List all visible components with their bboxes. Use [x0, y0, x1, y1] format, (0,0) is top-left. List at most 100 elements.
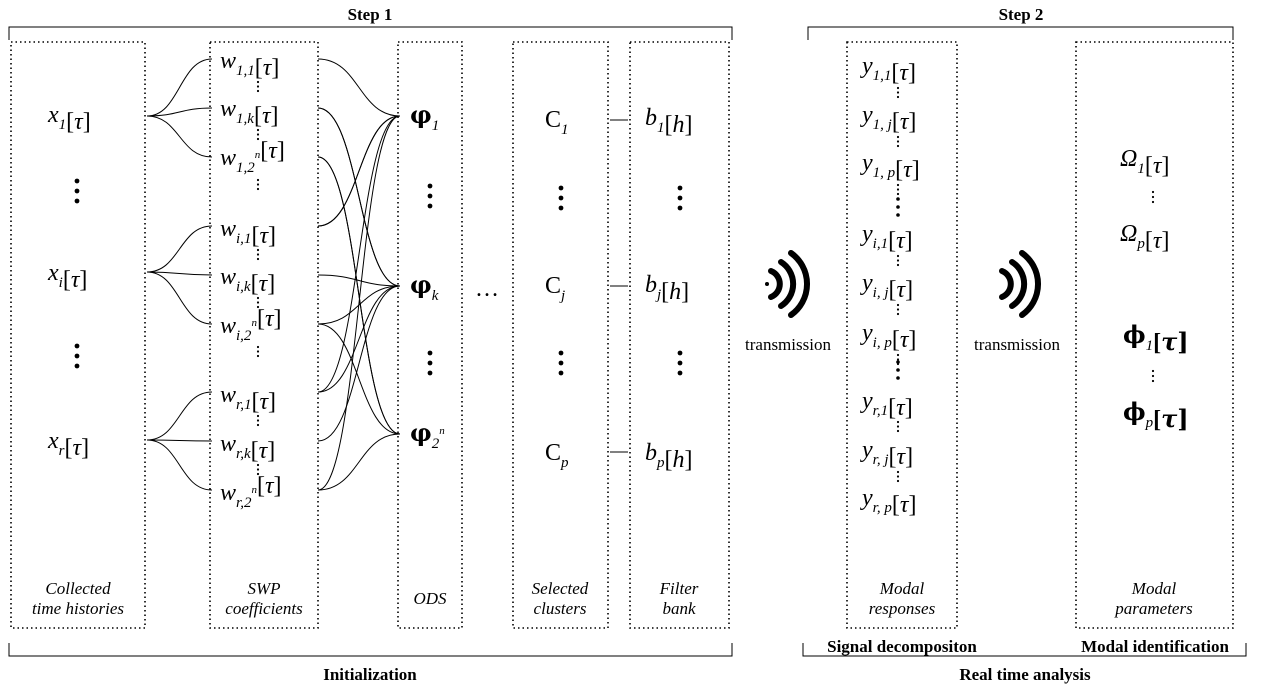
swp-coefficient-6: wi,2n[τ] [220, 306, 282, 344]
filter-2: bj[h] [645, 272, 689, 305]
swp-coefficient-9: wr,2n[τ] [220, 473, 282, 511]
modal-frequency-1: Ω1[τ] [1120, 146, 1169, 179]
vdots-icon [558, 350, 564, 356]
small-vdots-icon [896, 95, 900, 99]
connection-line [146, 225, 213, 273]
modal-parameters-box [1075, 41, 1234, 629]
modal-frequency-p: Ωp[τ] [1120, 221, 1169, 254]
cluster-3: Cp [545, 440, 569, 471]
caption-modal-parameters: parameters [1114, 599, 1193, 618]
small-vdots-icon [896, 425, 900, 428]
vdots-icon [74, 198, 80, 204]
initialization-label: Initialization [323, 665, 417, 684]
small-vdots-icon [896, 429, 900, 433]
small-vdots-icon [256, 133, 260, 136]
filter-bank-box [629, 41, 730, 629]
small-vdots-icon [896, 475, 900, 478]
horizontal-ellipsis: … [475, 276, 499, 302]
cluster-2: Cj [545, 273, 565, 304]
vdots-icon [427, 360, 433, 366]
small-vdots-icon [256, 472, 260, 476]
connection-line [317, 433, 401, 491]
small-vdots-icon [256, 137, 260, 141]
vdots-icon [427, 203, 433, 209]
small-vdots-icon [256, 187, 260, 191]
small-vdots-icon [256, 354, 260, 358]
connection-line [317, 115, 401, 491]
initialization-bracket [8, 643, 733, 657]
wireless-signal-icon [999, 250, 1041, 318]
step2-title: Step 2 [999, 5, 1044, 24]
connection-lines [146, 58, 628, 491]
small-vdots-icon [896, 86, 900, 90]
caption-modal-responses: responses [869, 599, 936, 618]
modal-response-3: y1, p[τ] [860, 150, 920, 183]
small-vdots-icon [896, 303, 900, 307]
connection-line [317, 107, 401, 287]
ods-vector-1: φ1 [410, 100, 439, 134]
transmission-label-1: transmission [745, 335, 831, 354]
caption-modal-parameters: Modal [1131, 579, 1177, 598]
modal-response-9: yr, p[τ] [860, 485, 916, 518]
vdots-icon [558, 360, 564, 366]
swp-coefficient-3: w1,2n[τ] [220, 138, 285, 176]
small-vdots-icon [256, 463, 260, 467]
vdots-icon [558, 195, 564, 201]
small-vdots-icon [896, 263, 900, 267]
time-history-2: xi[τ] [47, 260, 87, 293]
connection-line [317, 274, 401, 287]
real-time-analysis-bracket [802, 643, 1247, 657]
small-vdots-icon [1151, 190, 1155, 194]
ods-box [397, 41, 463, 629]
small-vdots-icon [1151, 374, 1155, 378]
wireless-signal-icon [765, 250, 810, 318]
vdots-icon [427, 350, 433, 356]
vdots-icon [896, 213, 900, 217]
small-vdots-icon [896, 358, 900, 361]
swp-coefficient-7: wr,1[τ] [220, 382, 276, 415]
connection-line [317, 115, 401, 227]
modal-response-1: y1,1[τ] [860, 53, 916, 86]
caption-time-histories: Collected [45, 579, 111, 598]
vdots-icon [896, 360, 900, 364]
small-vdots-icon [896, 420, 900, 424]
caption-swp-coefficients: coefficients [225, 599, 303, 618]
small-vdots-icon [256, 257, 260, 261]
mode-shape-p: ϕp[τ] [1123, 397, 1189, 433]
caption-time-histories: time histories [32, 599, 124, 618]
vdots-icon [558, 185, 564, 191]
small-vdots-icon [896, 312, 900, 316]
small-vdots-icon [256, 414, 260, 418]
vdots-icon [74, 343, 80, 349]
connection-line [317, 285, 401, 442]
small-vdots-icon [256, 248, 260, 252]
vdots-icon [896, 368, 900, 372]
vdots-icon [74, 178, 80, 184]
caption-selected-clusters: Selected [532, 579, 589, 598]
caption-modal-responses: Modal [879, 579, 925, 598]
connection-line [317, 58, 401, 117]
ellipsis-dots [74, 80, 1155, 483]
modal-responses-box [846, 41, 958, 629]
vdots-icon [896, 197, 900, 201]
connection-line [146, 271, 213, 276]
connection-line [146, 58, 213, 117]
modal-response-7: yr,1[τ] [860, 388, 913, 421]
swp-coefficient-2: w1,k[τ] [220, 96, 279, 129]
connection-line [146, 271, 213, 325]
connection-line [146, 439, 213, 442]
small-vdots-icon [896, 135, 900, 139]
time-history-3: xr[τ] [47, 428, 89, 461]
small-vdots-icon [1151, 369, 1155, 373]
modal-response-4: yi,1[τ] [860, 221, 913, 254]
vdots-icon [677, 350, 683, 356]
small-vdots-icon [256, 296, 260, 300]
modal-response-2: y1, j[τ] [860, 102, 916, 135]
mode-shape-1: ϕ1[τ] [1123, 320, 1189, 356]
connection-line [146, 115, 213, 158]
connection-line [317, 285, 401, 393]
modal-response-6: yi, p[τ] [860, 320, 916, 353]
connection-line [146, 439, 213, 491]
transmission-label-2: transmission [974, 335, 1060, 354]
